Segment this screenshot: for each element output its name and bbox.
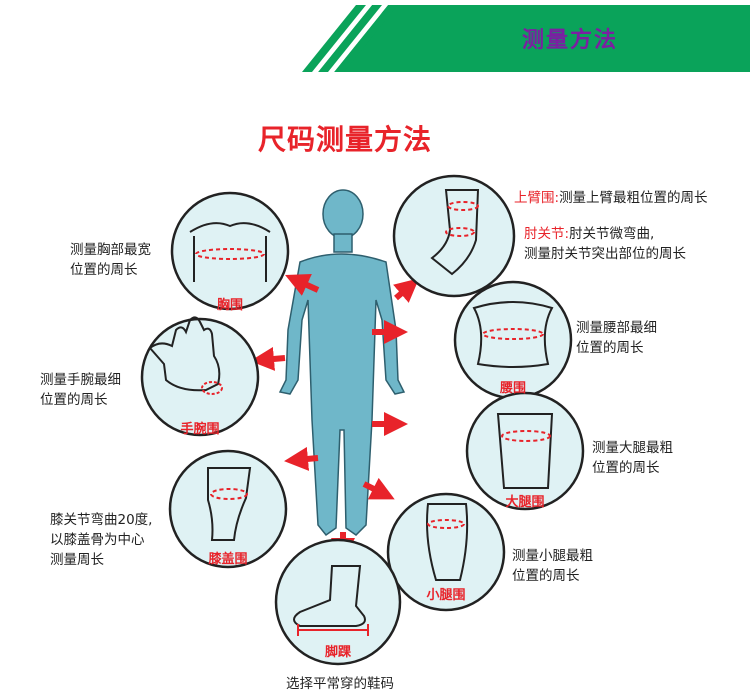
elbow-label: 肘关节: xyxy=(524,226,569,242)
arrow-upper-arm xyxy=(396,286,410,298)
arrow-wrist xyxy=(262,358,285,360)
upper-arm-description: 上臂围:测量上臂最粗位置的周长 xyxy=(514,188,708,208)
waist-description: 测量腰部最细 位置的周长 xyxy=(576,318,657,358)
upper-arm-label: 上臂围: xyxy=(514,190,559,206)
arrow-knee xyxy=(296,458,318,460)
ankle-label: 脚踝 xyxy=(314,641,362,660)
chest-description: 测量胸部最宽 位置的周长 xyxy=(70,240,151,280)
thigh-label: 大腿围 xyxy=(495,491,555,510)
elbow-description: 肘关节:肘关节微弯曲, 测量肘关节突出部位的周长 xyxy=(524,224,686,264)
calf-description: 测量小腿最粗 位置的周长 xyxy=(512,546,593,586)
thigh-description: 测量大腿最粗 位置的周长 xyxy=(592,438,673,478)
human-figure xyxy=(280,190,404,535)
calf-label: 小腿围 xyxy=(416,584,476,603)
ankle-description: 选择平常穿的鞋码 xyxy=(240,672,440,692)
chest-circle xyxy=(172,193,288,309)
upper-arm-circle xyxy=(394,176,514,296)
wrist-description: 测量手腕最细 位置的周长 xyxy=(40,370,121,410)
knee-label: 膝盖围 xyxy=(198,548,258,567)
knee-description: 膝关节弯曲20度, 以膝盖骨为中心 测量周长 xyxy=(50,510,152,570)
wrist-label: 手腕围 xyxy=(170,418,230,437)
chest-label: 胸围 xyxy=(206,294,254,313)
waist-label: 腰围 xyxy=(489,377,537,396)
